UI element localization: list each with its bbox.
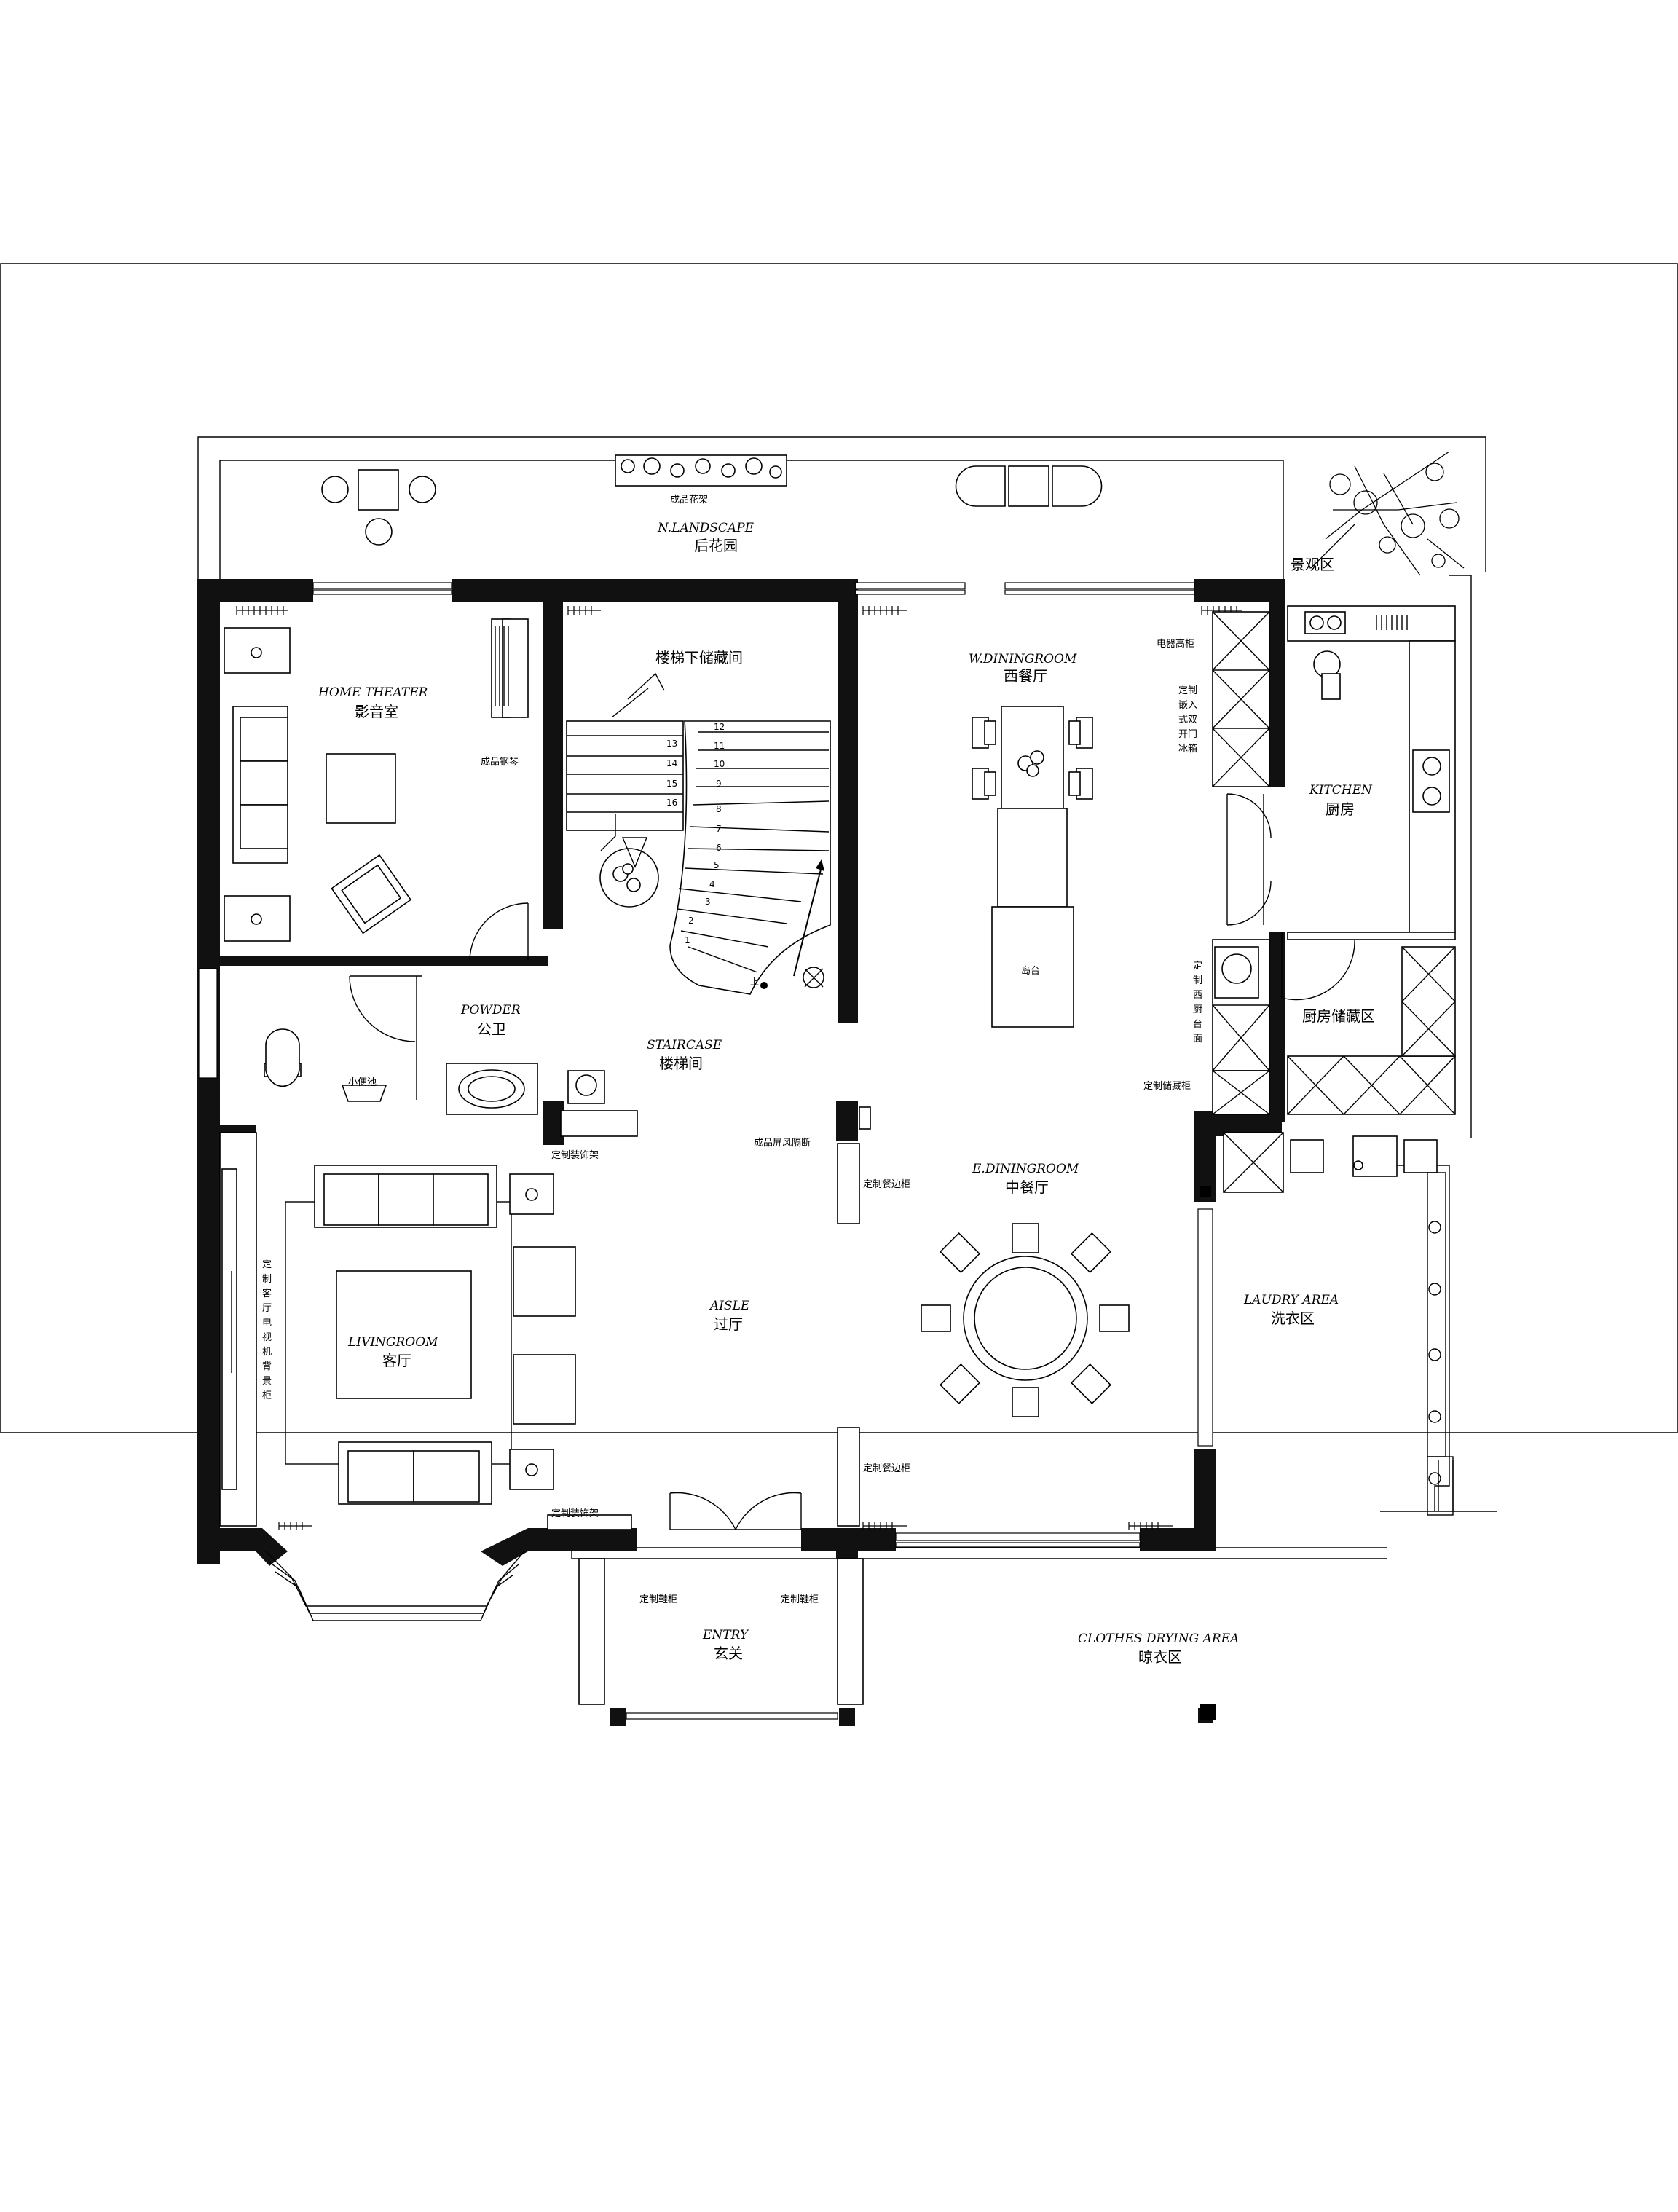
tv-wall-7: 机	[262, 1347, 272, 1358]
landscape-label: 景观区	[1291, 556, 1334, 573]
fridge-line-3: 式双	[1178, 715, 1197, 725]
landscape-trees	[1310, 451, 1465, 576]
staircase-cn: 楼梯间	[659, 1055, 703, 1072]
decor-rack-bottom-label: 定制装饰架	[551, 1508, 599, 1519]
room-labels: 成品花架 N.LANDSCAPE 后花园 景观区 HOME THEATER 影音…	[262, 494, 1375, 1666]
fridge-line-4: 开门	[1178, 729, 1197, 740]
livingroom-en: LIVINGROOM	[347, 1335, 438, 1350]
home-theater-en: HOME THEATER	[318, 685, 428, 700]
step-4: 4	[709, 879, 715, 889]
shoe-cabinet-right-label: 定制鞋柜	[781, 1594, 819, 1605]
west-dining-cn: 西餐厅	[1004, 667, 1047, 685]
tv-wall-9: 景	[262, 1376, 272, 1387]
flower-rack-label: 成品花架	[670, 494, 708, 505]
laundry-en: LAUDRY AREA	[1243, 1293, 1339, 1307]
laundry-cn: 洗衣区	[1271, 1310, 1315, 1327]
livingroom-cn: 客厅	[382, 1352, 411, 1369]
staircase	[566, 672, 831, 995]
urinal-label: 小便池	[348, 1077, 377, 1088]
western-counter-6: 面	[1193, 1034, 1202, 1044]
powder-en: POWDER	[460, 1003, 521, 1018]
sideboard-bottom-label: 定制餐边柜	[863, 1463, 910, 1474]
laundry-fixtures	[1200, 1132, 1438, 1720]
fridge-line-2: 嵌入	[1178, 700, 1197, 711]
western-counter-4: 厨	[1193, 1004, 1202, 1015]
west-dining-en: W.DININGROOM	[969, 652, 1077, 666]
kitchen-storage-label: 厨房储藏区	[1302, 1007, 1375, 1025]
kitchen-cn: 厨房	[1326, 800, 1355, 818]
garden-furniture	[321, 454, 1103, 546]
east-dining-cn: 中餐厅	[1005, 1178, 1049, 1196]
tv-wall-3: 客	[262, 1288, 272, 1299]
step-5: 5	[714, 860, 720, 870]
western-counter-5: 台	[1193, 1019, 1202, 1030]
step-12: 12	[714, 722, 725, 732]
powder-room-fixtures	[264, 975, 605, 1115]
step-15: 15	[666, 779, 677, 789]
east-dining-furniture	[921, 1223, 1130, 1417]
storage-cabinet-label: 定制储藏柜	[1143, 1081, 1191, 1092]
step-16: 16	[666, 798, 677, 808]
tv-wall-2: 制	[262, 1274, 272, 1285]
decor-rack-top-label: 定制装饰架	[551, 1150, 599, 1161]
cabinets	[547, 1106, 871, 1705]
piano-label: 成品钢琴	[481, 757, 519, 768]
aisle-en: AISLE	[709, 1299, 750, 1313]
step-3: 3	[705, 897, 711, 907]
step-9: 9	[716, 779, 722, 789]
step-10: 10	[714, 759, 725, 769]
sideboard-top-label: 定制餐边柜	[863, 1178, 910, 1190]
step-14: 14	[666, 758, 677, 768]
western-counter-3: 西	[1193, 990, 1202, 1001]
stair-up-label: 上	[750, 977, 759, 987]
step-11: 11	[714, 741, 725, 751]
appliance-cabinet-label: 电器高柜	[1157, 638, 1194, 650]
east-planters	[1427, 1172, 1454, 1516]
tv-wall-5: 电	[262, 1318, 272, 1329]
step-13: 13	[666, 739, 677, 749]
west-dining-furniture	[972, 706, 1093, 1028]
tv-wall-8: 背	[262, 1361, 272, 1372]
shoe-cabinet-left-label: 定制鞋柜	[639, 1594, 677, 1605]
clothes-drying-en: CLOTHES DRYING AREA	[1078, 1632, 1239, 1646]
staircase-en: STAIRCASE	[647, 1038, 722, 1052]
screen-label: 成品屏风隔断	[754, 1138, 811, 1149]
step-2: 2	[688, 916, 694, 926]
kitchen-fixtures	[1212, 605, 1456, 1115]
western-counter-1: 定	[1193, 961, 1202, 972]
site-boundary	[197, 436, 1486, 583]
east-dining-en: E.DININGROOM	[972, 1162, 1079, 1176]
radiators	[236, 606, 1242, 1530]
north-landscape-en: N.LANDSCAPE	[657, 521, 755, 535]
island-label: 岛台	[1021, 965, 1040, 977]
north-windows	[198, 582, 1213, 1548]
entry-en: ENTRY	[702, 1628, 749, 1642]
kitchen-en: KITCHEN	[1309, 783, 1373, 798]
tv-wall-4: 厅	[262, 1303, 272, 1314]
stair-step-numbers: 1 2 3 4 5 6 7 8 9 10 11 12 13 14 15 16 上	[666, 722, 759, 987]
entry-cn: 玄关	[714, 1645, 743, 1662]
step-7: 7	[716, 824, 722, 834]
western-counter-2: 制	[1193, 975, 1202, 986]
step-6: 6	[716, 843, 722, 853]
clothes-drying-cn: 晾衣区	[1138, 1648, 1182, 1666]
tv-wall-1: 定	[262, 1259, 272, 1270]
powder-cn: 公卫	[477, 1020, 506, 1038]
fridge-line-1: 定制	[1178, 685, 1197, 696]
tv-wall-6: 视	[262, 1332, 272, 1343]
step-8: 8	[716, 804, 722, 814]
aisle-cn: 过厅	[714, 1315, 743, 1333]
fridge-line-5: 冰箱	[1178, 743, 1197, 755]
home-theater-cn: 影音室	[355, 703, 398, 720]
step-1: 1	[685, 935, 690, 945]
under-stair-storage-label: 楼梯下储藏间	[655, 649, 743, 666]
tv-wall-10: 柜	[262, 1390, 272, 1401]
livingroom-furniture	[219, 1132, 576, 1527]
home-theater-furniture	[224, 618, 529, 942]
north-landscape-cn: 后花园	[694, 537, 738, 554]
